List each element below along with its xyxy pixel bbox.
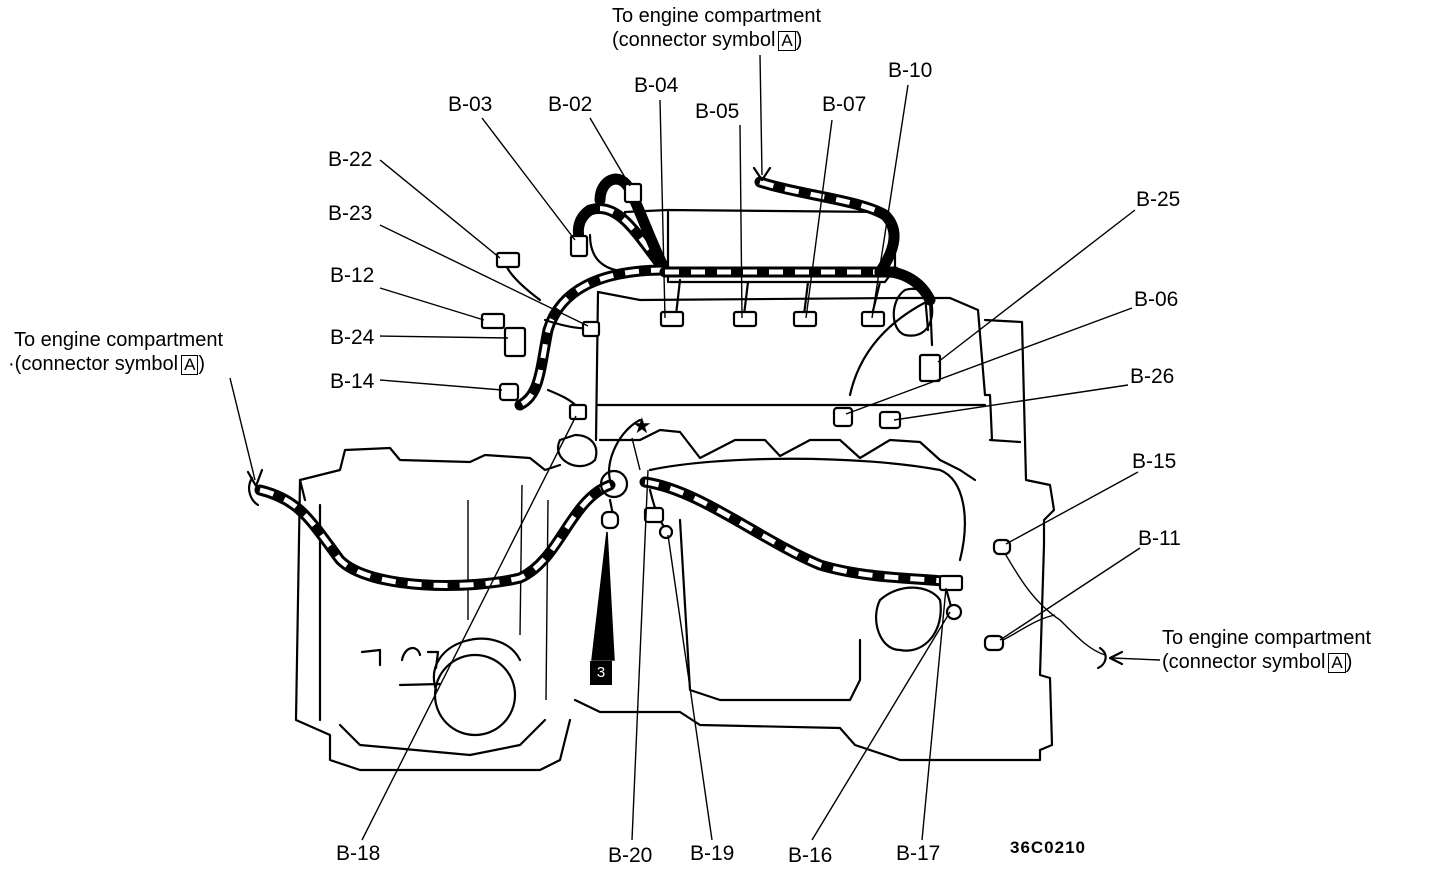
note-left: To engine compartment ·(connector symbol… (8, 328, 224, 376)
label-b22: B-22 (328, 148, 373, 171)
note-top-symbol: A (778, 31, 796, 51)
label-b14: B-14 (330, 370, 375, 393)
note-right-line2: (connector symbol (1162, 651, 1326, 673)
label-b17: B-17 (896, 842, 941, 865)
label-b07: B-07 (822, 93, 867, 116)
figure-code: 36C0210 (1010, 838, 1087, 857)
label-b03: B-03 (448, 93, 493, 116)
note-top-line2: (connector symbol (612, 29, 776, 51)
label-b25: B-25 (1136, 188, 1181, 211)
note-top-close: ) (795, 29, 803, 51)
label-b18: B-18 (336, 842, 381, 865)
note-right-symbol: A (1328, 653, 1346, 673)
label-b24: B-24 (330, 326, 375, 349)
label-b20: B-20 (608, 844, 653, 867)
note-left-symbol: A (181, 355, 199, 375)
engine-block (294, 208, 1056, 772)
label-b10: B-10 (888, 59, 933, 82)
connectors (480, 182, 1012, 652)
note-left-line1: To engine compartment (14, 329, 224, 351)
label-b16: B-16 (788, 844, 833, 867)
label-b02: B-02 (548, 93, 593, 116)
label-b19: B-19 (690, 842, 735, 865)
label-b23: B-23 (328, 202, 373, 225)
note-right-line1: To engine compartment (1162, 627, 1372, 649)
label-b12: B-12 (330, 264, 375, 287)
label-b11: B-11 (1138, 527, 1181, 550)
note-left-line2: ·(connector symbol (8, 353, 179, 375)
compartment-arrows (229, 54, 1161, 670)
label-b15: B-15 (1132, 450, 1177, 473)
leader-lines (361, 84, 1141, 841)
note-right-close: ) (1345, 651, 1353, 673)
label-b04: B-04 (634, 74, 679, 97)
label-b26: B-26 (1130, 365, 1175, 388)
star-marker: ★ (632, 413, 652, 438)
wiring-harness (254, 173, 1106, 656)
note-top-line1: To engine compartment (612, 5, 822, 27)
label-b05: B-05 (695, 100, 740, 123)
marker-badge: 3 (590, 661, 612, 685)
note-left-close: ) (198, 353, 206, 375)
marker-wedge (591, 531, 615, 661)
label-b06: B-06 (1134, 288, 1179, 311)
